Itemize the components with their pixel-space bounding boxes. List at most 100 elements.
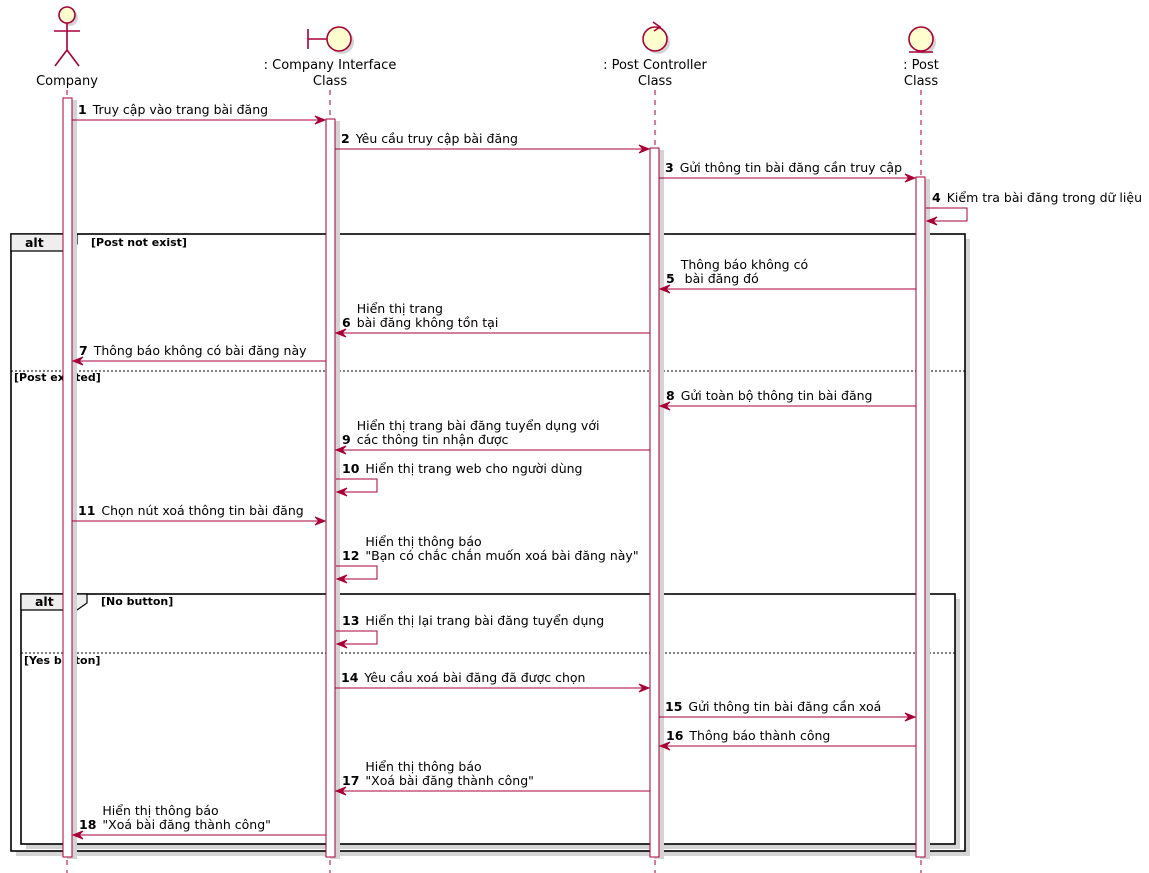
message-self-arrow bbox=[336, 630, 378, 645]
fragment-layer: alt [Post not exist] [Post existed] alt[No … bbox=[10, 233, 970, 856]
participant-label: : Company Interface bbox=[264, 58, 397, 73]
message-number: 9 bbox=[342, 432, 351, 447]
arrow-head bbox=[335, 574, 348, 584]
message-self-arrow bbox=[926, 207, 968, 222]
message-number: 11 bbox=[78, 503, 95, 518]
message-number: 13 bbox=[342, 613, 359, 628]
entity-circle bbox=[908, 26, 934, 52]
message-label: "Xoá bài đăng thành công" bbox=[102, 817, 271, 832]
arrow-head bbox=[334, 328, 347, 338]
activation-bar-company bbox=[62, 97, 73, 858]
arrow-head bbox=[904, 173, 917, 183]
control-icon bbox=[642, 21, 670, 54]
message-label: Chọn nút xoá thông tin bài đăng bbox=[101, 503, 303, 518]
entity-icon bbox=[908, 26, 936, 54]
arrow-head bbox=[638, 144, 651, 154]
fragment-keyword: alt bbox=[35, 594, 54, 609]
message-label: "Xoá bài đăng thành công" bbox=[365, 773, 534, 788]
message: 4 Kiểm tra bài đăng trong dữ liệu bbox=[925, 190, 1142, 226]
message-number: 16 bbox=[666, 728, 684, 743]
arrow-head bbox=[334, 786, 347, 796]
message-number: 15 bbox=[665, 699, 682, 714]
message-number: 6 bbox=[342, 315, 351, 330]
arrow-head bbox=[904, 712, 917, 722]
participant-label: Company bbox=[36, 74, 98, 89]
message-number: 3 bbox=[665, 160, 674, 175]
message: 11 Chọn nút xoá thông tin bài đăng bbox=[72, 503, 327, 526]
message-label: Hiển thị trang web cho người dùng bbox=[365, 461, 582, 476]
message-label: Gửi toàn bộ thông tin bài đăng bbox=[681, 388, 873, 403]
message-number: 14 bbox=[341, 670, 359, 685]
message-self-arrow bbox=[336, 478, 378, 493]
message-label: Thông báo không có bài đăng này bbox=[93, 343, 307, 358]
fragment-guard-second: [Yes button] bbox=[24, 654, 100, 667]
message-label: "Bạn có chắc chắn muốn xoá bài đăng này" bbox=[365, 548, 638, 563]
message-number: 17 bbox=[342, 773, 359, 788]
activation-bar-post bbox=[915, 176, 926, 858]
message-label: Thông báo không có bbox=[680, 257, 808, 272]
activation-bar-ctrl bbox=[649, 147, 660, 858]
boundary-icon bbox=[307, 26, 354, 54]
fragment-guard-first: [Post not exist] bbox=[91, 236, 187, 249]
participant-company: Company bbox=[36, 6, 98, 89]
actor-head bbox=[58, 6, 76, 24]
arrow-head bbox=[658, 284, 671, 294]
fragment-guard-second: [Post existed] bbox=[14, 371, 101, 384]
alt-fragment: alt[No button][Yes button] bbox=[20, 593, 960, 849]
fragment-frame bbox=[20, 593, 956, 845]
message-label: Hiển thị thông báo bbox=[102, 803, 218, 818]
participant-label: Class bbox=[904, 74, 938, 89]
message-number: 1 bbox=[78, 102, 87, 117]
message-label: bài đăng không tồn tại bbox=[357, 315, 499, 330]
message-label: Hiển thị thông báo bbox=[365, 759, 481, 774]
control-circle bbox=[642, 26, 668, 52]
participant-label: : Post Controller bbox=[603, 58, 707, 73]
message: 8 Gửi toàn bộ thông tin bài đăng bbox=[658, 388, 916, 411]
arrow-head bbox=[71, 356, 84, 366]
arrow-head bbox=[335, 487, 348, 497]
message-label: bài đăng đó bbox=[681, 271, 759, 286]
message-number: 18 bbox=[79, 817, 96, 832]
message-number: 4 bbox=[932, 190, 941, 205]
message-self-arrow bbox=[336, 565, 378, 580]
activation-bar-ui bbox=[325, 118, 336, 858]
message-label: Yêu cầu xoá bài đăng đã được chọn bbox=[363, 670, 585, 685]
message: 16 Thông báo thành công bbox=[658, 728, 916, 751]
message-label: Kiểm tra bài đăng trong dữ liệu bbox=[947, 190, 1142, 205]
message: 17 Hiển thị thông báo"Xoá bài đăng thành … bbox=[334, 759, 650, 796]
arrow-head bbox=[335, 639, 348, 649]
message-number: 12 bbox=[342, 548, 359, 563]
message-label: Thông báo thành công bbox=[688, 728, 830, 743]
message: 18 Hiển thị thông báo"Xoá bài đăng thành … bbox=[71, 803, 326, 840]
message-label: Hiển thị thông báo bbox=[365, 534, 481, 549]
arrow-head bbox=[658, 741, 671, 751]
lifeline-layer bbox=[62, 90, 930, 873]
fragment-keyword: alt bbox=[25, 235, 44, 250]
arrow-head bbox=[658, 401, 671, 411]
message-number: 2 bbox=[341, 131, 350, 146]
arrow-head bbox=[71, 830, 84, 840]
message-number: 8 bbox=[666, 388, 675, 403]
arrow-head bbox=[314, 115, 327, 125]
participant-label: Class bbox=[313, 74, 347, 89]
actor-icon bbox=[54, 6, 80, 67]
message: 7 Thông báo không có bài đăng này bbox=[71, 343, 326, 366]
participant-label: : Post bbox=[903, 58, 939, 73]
message-label: Gửi thông tin bài đăng cần truy cập bbox=[680, 160, 902, 175]
message-label: các thông tin nhận được bbox=[357, 432, 509, 447]
arrow-head bbox=[925, 216, 938, 226]
message-number: 7 bbox=[79, 343, 88, 358]
boundary-circle bbox=[326, 26, 352, 52]
